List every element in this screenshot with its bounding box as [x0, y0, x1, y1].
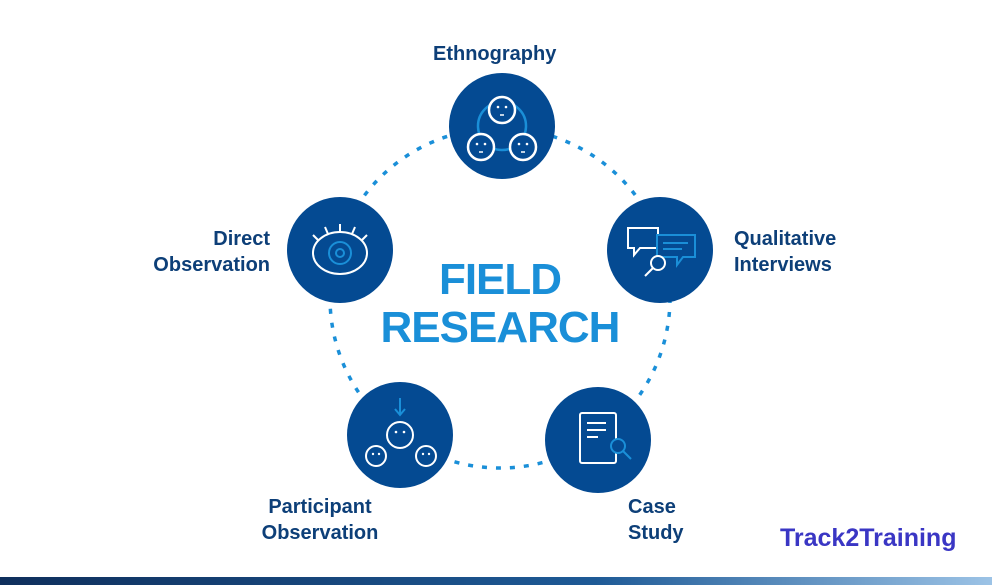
label-line: Observation [153, 254, 270, 276]
ethnography-label: Ethnography [433, 43, 557, 65]
qualitative-interviews-label: Qualitative Interviews [734, 226, 836, 278]
case-study-label: Case Study [628, 494, 684, 546]
label-line: Qualitative [734, 228, 837, 250]
label-line: Observation [261, 522, 379, 544]
label-line: Participant [268, 496, 372, 518]
direct-observation-node [287, 197, 393, 303]
eye-icon [312, 224, 368, 275]
group-faces-icon [466, 95, 538, 162]
label-line: Interviews [734, 254, 832, 276]
brand-watermark: Track2Training [780, 524, 957, 552]
ethnography-node [449, 73, 555, 179]
label-line: Study [628, 522, 684, 544]
arrow-faces-icon [365, 398, 437, 467]
participant-observation-node [347, 382, 453, 488]
label-line: Case [628, 496, 676, 518]
title-line-1: FIELD [438, 255, 562, 304]
label-line: Direct [213, 228, 270, 250]
speech-bubbles-search-icon [627, 227, 696, 277]
direct-observation-label: Direct Observation [130, 226, 270, 278]
qualitative-interviews-node [607, 197, 713, 303]
participant-observation-label: Participant Observation [250, 494, 390, 546]
title-line-2: RESEARCH [380, 303, 621, 352]
case-study-node [545, 387, 651, 493]
document-search-icon [579, 412, 632, 464]
bottom-gradient-bar [0, 577, 992, 585]
